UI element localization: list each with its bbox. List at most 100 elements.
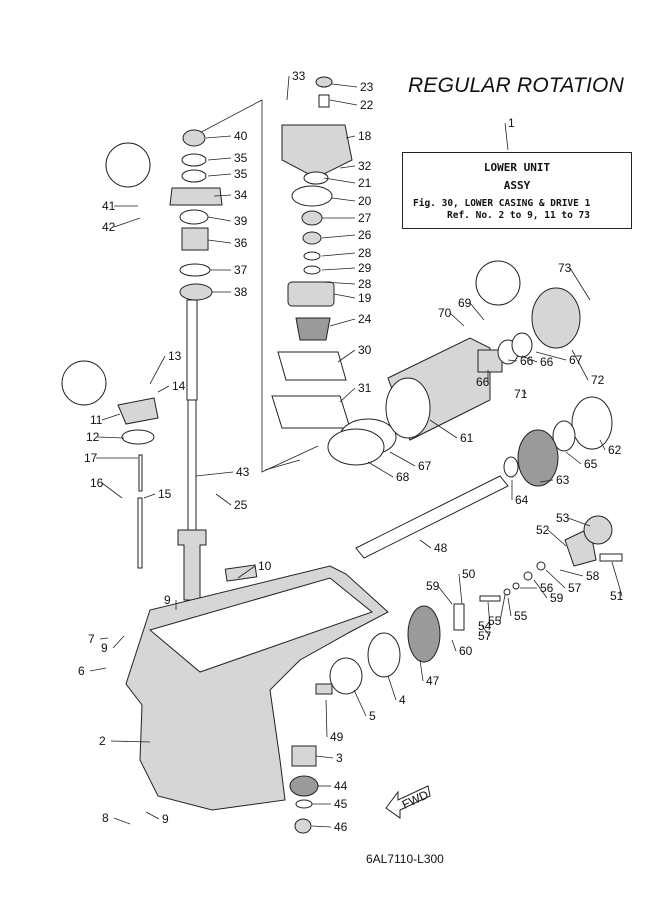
callout-leader-line	[331, 197, 356, 202]
part-15-shift-rod	[137, 497, 143, 569]
callout-label-66: 66	[476, 375, 490, 389]
callout-label-30: 30	[358, 343, 372, 357]
callout-label-66: 66	[540, 355, 554, 369]
callout-leader-line	[387, 675, 397, 701]
callout-label-15: 15	[158, 487, 172, 501]
part-48-propeller-shaft	[355, 475, 509, 559]
part-35b	[181, 169, 207, 183]
callout-label-58: 58	[586, 569, 600, 583]
part-62-gear	[517, 429, 559, 487]
callout-label-12: 12	[86, 430, 100, 444]
callout-label-26: 26	[358, 228, 372, 242]
callout-label-11: 11	[90, 413, 103, 427]
callout-label-40: 40	[234, 129, 248, 143]
callout-label-2: 2	[99, 734, 106, 748]
callout-label-19: 19	[358, 291, 372, 305]
callout-label-59: 59	[426, 579, 440, 593]
callout-label-55: 55	[488, 614, 502, 628]
part-49	[315, 683, 333, 695]
callout-label-64: 64	[515, 493, 529, 507]
part-63	[503, 456, 519, 478]
callout-leader-line	[545, 569, 566, 589]
lower-casing-deck	[148, 577, 374, 673]
callout-leader-line	[205, 135, 232, 139]
diagram-title: REGULAR ROTATION	[408, 74, 624, 97]
callout-leader-line	[339, 165, 356, 169]
callout-label-44: 44	[334, 779, 348, 793]
part-60-bore	[385, 377, 431, 439]
callout-label-49: 49	[330, 730, 344, 744]
callout-leader-line	[565, 451, 582, 465]
drive-shaft-upper	[186, 299, 198, 401]
callout-label-28: 28	[358, 246, 372, 260]
callout-leader-line	[149, 355, 166, 385]
callout-leader-line	[213, 194, 232, 197]
callout-label-42: 42	[102, 220, 116, 234]
callout-leader-line	[325, 699, 328, 738]
callout-leader-line	[567, 517, 591, 527]
part-5	[329, 657, 363, 695]
callout-leader-line	[101, 482, 123, 499]
drive-shaft-lower	[177, 529, 207, 601]
callout-label-13: 13	[168, 349, 182, 363]
callout-label-41: 41	[102, 199, 116, 213]
part-27	[301, 210, 323, 226]
callout-label-25: 25	[234, 498, 248, 512]
callout-leader-line	[329, 318, 356, 327]
callout-label-46: 46	[334, 820, 348, 834]
callout-label-21: 21	[358, 176, 372, 190]
callout-label-33: 33	[292, 69, 306, 83]
callout-label-57: 57	[478, 629, 492, 643]
callout-label-67: 67	[418, 459, 432, 473]
callout-label-18: 18	[358, 129, 372, 143]
fwd-arrow-icon	[385, 785, 431, 819]
callout-label-59: 59	[550, 591, 564, 605]
callout-leader-line	[331, 83, 358, 88]
callout-label-67: 67	[569, 353, 583, 367]
part-35a	[181, 153, 207, 167]
fwd-label: FWD	[400, 787, 431, 811]
callout-leader-line	[389, 451, 416, 467]
detail-circle-13	[61, 360, 107, 406]
part-29	[303, 265, 321, 275]
info-box: LOWER UNIT ASSY Fig. 30, LOWER CASING & …	[402, 152, 632, 229]
callout-leader-line	[449, 312, 465, 327]
part-45	[295, 799, 313, 809]
callout-label-71: 71	[514, 387, 528, 401]
part-21	[303, 171, 329, 185]
callout-leader-line	[113, 817, 131, 825]
part-12	[121, 429, 155, 445]
part-58	[523, 571, 533, 581]
callout-label-43: 43	[236, 465, 250, 479]
callout-leader-line	[143, 493, 156, 499]
info-line-3: Fig. 30, LOWER CASING & DRIVE 1	[413, 198, 591, 209]
callout-label-62: 62	[608, 443, 622, 457]
callout-leader-line	[367, 461, 394, 478]
part-40	[182, 129, 206, 147]
part-46	[294, 818, 312, 834]
callout-leader-line	[458, 573, 463, 605]
callout-leader-line	[207, 157, 232, 161]
callout-leader-line	[321, 234, 356, 239]
callout-leader-line	[311, 825, 332, 828]
callout-leader-line	[429, 419, 458, 439]
callout-label-7: 7	[88, 632, 95, 646]
callout-leader-line	[145, 811, 160, 820]
callout-label-69: 69	[458, 296, 472, 310]
part-55a	[503, 588, 511, 596]
callout-label-3: 3	[336, 751, 343, 765]
callout-leader-line	[539, 479, 554, 483]
callout-leader-line	[353, 689, 367, 717]
callout-leader-line	[207, 239, 232, 244]
callout-leader-line	[110, 740, 151, 743]
callout-label-55: 55	[514, 609, 528, 623]
part-28	[303, 251, 321, 261]
part-18-pump-housing	[281, 124, 353, 179]
callout-leader-line	[195, 471, 234, 477]
info-line-4: Ref. No. 2 to 9, 11 to 73	[447, 210, 590, 221]
callout-label-22: 22	[360, 98, 374, 112]
callout-label-39: 39	[234, 214, 248, 228]
callout-leader-line	[451, 639, 457, 652]
callout-leader-line	[504, 122, 509, 151]
callout-label-1: 1	[508, 116, 515, 130]
